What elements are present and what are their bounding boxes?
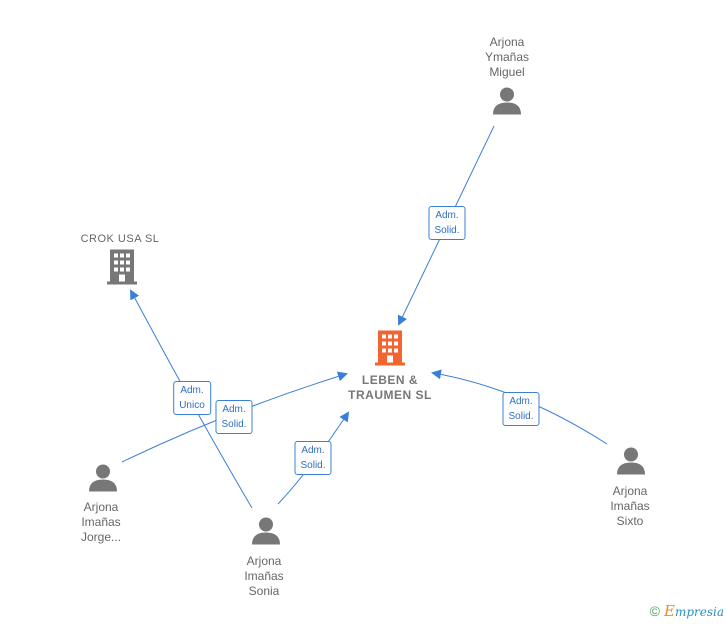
person-label-line: Ymañas (484, 50, 530, 64)
brand-logo: Empresia (664, 602, 724, 620)
person-label-line: Sixto (616, 514, 644, 528)
person-icon-jorge[interactable] (88, 463, 118, 498)
person-label-line: Arjona (612, 484, 648, 498)
brand-rest: mpresia (674, 605, 724, 619)
person-label-jorge[interactable]: Arjona Imañas Jorge... (81, 500, 121, 545)
person-label-line: Imañas (81, 515, 121, 529)
person-label-line: Imañas (610, 499, 650, 513)
crok-usa-label-line: CROK USA SL (80, 233, 160, 245)
person-label-line: Jorge... (80, 530, 122, 544)
edge-label-line: Adm. (435, 210, 459, 221)
edge-label-sixto-main: Adm. Solid. (502, 392, 540, 426)
crok-usa-building-icon[interactable] (107, 249, 137, 290)
main-company-label-line: TRAUMEN SL (348, 388, 432, 402)
person-label-sonia[interactable]: Arjona Imañas Sonia (244, 554, 283, 599)
person-label-line: Sonia (248, 584, 280, 598)
edge-label-line: Adm. (222, 404, 246, 415)
edge-label-jorge-crok: Adm. Unico (173, 381, 211, 415)
edge-label-line: Solid. (508, 411, 534, 422)
person-label-miguel[interactable]: Arjona Ymañas Miguel (485, 35, 529, 80)
person-icon-sonia[interactable] (251, 516, 281, 551)
person-label-line: Imañas (244, 569, 284, 583)
person-icon-sixto[interactable] (616, 446, 646, 481)
person-label-sixto[interactable]: Arjona Imañas Sixto (610, 484, 649, 529)
copyright-symbol: © (649, 603, 660, 619)
main-company-building-icon[interactable] (375, 330, 405, 371)
edge-label-line: Unico (179, 400, 205, 411)
main-company-label-line: LEBEN & (361, 373, 419, 387)
edge-label-line: Solid. (221, 419, 247, 430)
empresia-watermark[interactable]: © Empresia (650, 602, 724, 620)
main-company-label[interactable]: LEBEN & TRAUMEN SL (348, 373, 432, 403)
edge-label-line: Adm. (301, 445, 325, 456)
edge-label-line: Adm. (509, 396, 533, 407)
edge-label-line: Solid. (434, 225, 460, 236)
edge-label-jorge-main: Adm. Solid. (215, 400, 253, 434)
person-label-line: Miguel (489, 65, 525, 79)
edge-label-line: Solid. (300, 460, 326, 471)
person-label-line: Arjona (83, 500, 119, 514)
edge-label-line: Adm. (180, 385, 204, 396)
person-label-line: Arjona (489, 35, 525, 49)
crok-usa-label[interactable]: CROK USA SL (81, 232, 160, 247)
edge-label-miguel-main: Adm. Solid. (428, 206, 466, 240)
person-label-line: Arjona (246, 554, 282, 568)
person-icon-miguel[interactable] (492, 86, 522, 121)
brand-initial: E (663, 602, 675, 620)
edge-label-sonia-main: Adm. Solid. (294, 441, 332, 475)
